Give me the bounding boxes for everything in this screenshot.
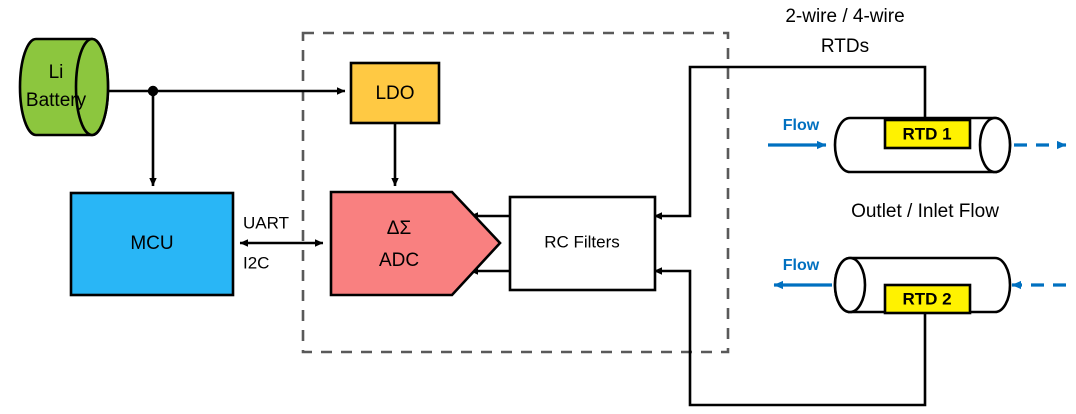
pipe-rtd-2[interactable]: RTD 2 Flow	[773, 256, 1066, 315]
battery-label-line1: Li	[49, 62, 64, 83]
pipe2-end-cap	[833, 256, 867, 314]
battery-cylinder-cap	[74, 37, 110, 137]
adc-label-line2: ADC	[379, 250, 419, 271]
bus-label-uart: UART	[243, 213, 289, 232]
wire-rtd2-to-filters	[653, 267, 927, 407]
wire-junction-dot	[147, 85, 159, 97]
block-li-battery[interactable]: Li Battery	[18, 37, 110, 137]
adc-label-line1: ΔΣ	[387, 218, 411, 239]
mcu-box	[69, 191, 235, 297]
ldo-label: LDO	[375, 83, 414, 104]
pipe1-end-cap	[978, 116, 1012, 174]
block-ldo[interactable]: LDO	[349, 61, 441, 125]
bus-label-i2c: I2C	[243, 253, 269, 272]
pipe2-flow-label: Flow	[783, 257, 820, 274]
block-rc-filters[interactable]: RC Filters	[508, 195, 657, 292]
adc-pentagon	[329, 190, 502, 297]
note-outlet-inlet-flow: Outlet / Inlet Flow	[851, 201, 999, 222]
rtd-1-label: RTD 1	[902, 124, 951, 143]
rtd-2-label: RTD 2	[902, 289, 951, 308]
pipe1-flow-label: Flow	[783, 117, 820, 134]
note-rtd-wiring-line2: RTDs	[821, 36, 869, 57]
rc-filters-label: RC Filters	[544, 232, 620, 251]
pipe-rtd-1[interactable]: RTD 1 Flow	[768, 116, 1067, 174]
module-boundary-dashed-box	[301, 31, 730, 354]
ldo-box	[349, 61, 441, 125]
battery-label-line2: Battery	[26, 90, 87, 111]
wire-rtd1-to-filters	[653, 65, 927, 220]
note-rtd-wiring-line1: 2-wire / 4-wire	[785, 6, 904, 27]
rc-filters-box	[508, 195, 657, 292]
block-mcu[interactable]: MCU	[69, 191, 235, 297]
rtd-1-sensor-box[interactable]	[883, 118, 972, 150]
mcu-label: MCU	[130, 233, 173, 254]
block-delta-sigma-adc[interactable]: ΔΣ ADC	[329, 190, 502, 297]
rtd-2-sensor-box[interactable]	[883, 283, 972, 315]
